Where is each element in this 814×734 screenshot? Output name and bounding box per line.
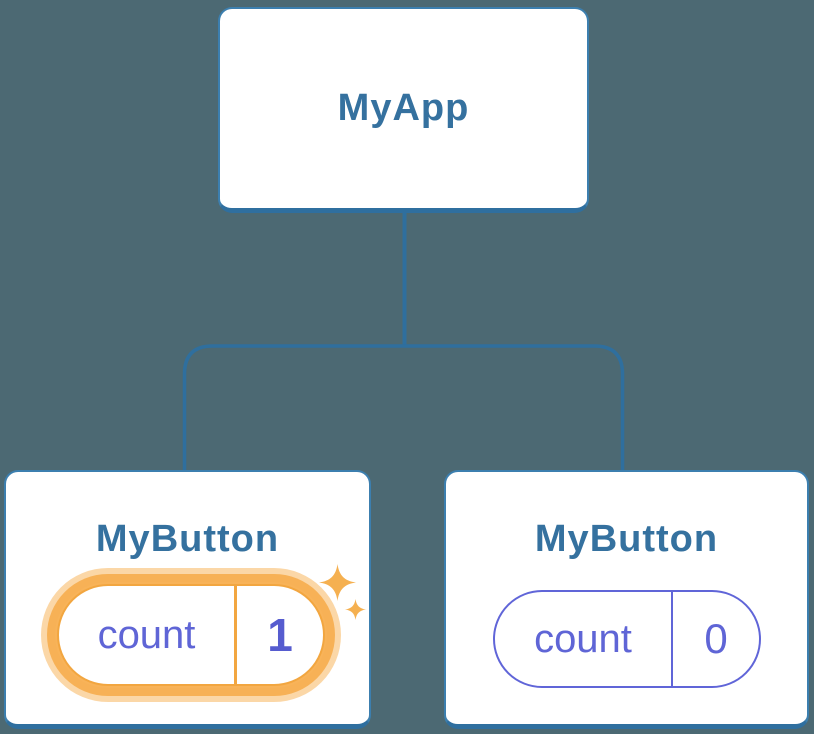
node-myapp: MyApp	[218, 7, 589, 213]
node-mybutton-label: MyButton	[95, 518, 280, 560]
state-pill: count 0	[493, 590, 761, 688]
state-value: 0	[704, 615, 728, 662]
state-value: 1	[267, 609, 293, 661]
state-pill-divider	[234, 586, 237, 684]
sparkle-icon-large	[319, 564, 356, 601]
connector-branch-bracket	[182, 344, 625, 471]
node-mybutton-unchanged: MyButton count 0	[444, 470, 809, 729]
sparkle-icon-small	[345, 599, 366, 620]
node-mybutton-label: MyButton	[534, 518, 719, 560]
state-pill-divider	[671, 592, 673, 686]
state-pill-highlighted: count 1	[57, 584, 325, 686]
state-name-label: count	[534, 616, 632, 661]
node-myapp-label: MyApp	[337, 87, 470, 129]
state-name-label: count	[97, 612, 196, 657]
node-mybutton-updated: MyButton count 1	[4, 470, 371, 729]
